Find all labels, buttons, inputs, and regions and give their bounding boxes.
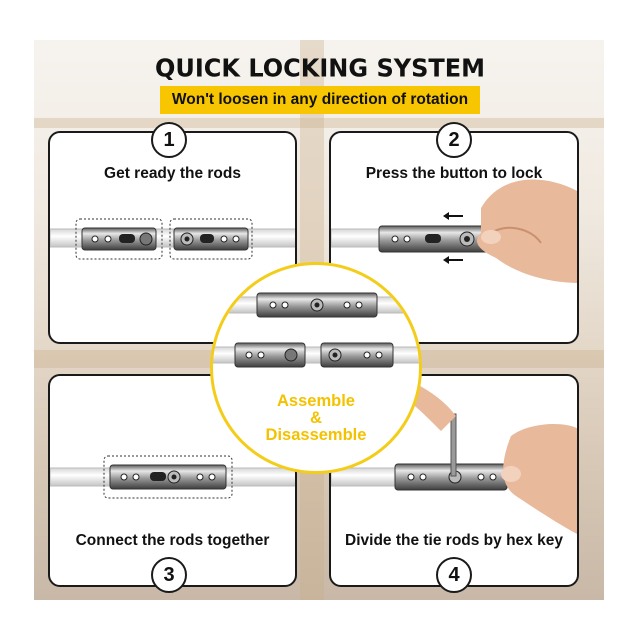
assemble-disassemble-callout: Assemble & Disassemble <box>210 262 422 474</box>
step-1-number: 1 <box>151 122 187 158</box>
press-button-illustration <box>331 179 577 283</box>
step-3-caption: Connect the rods together <box>75 532 270 549</box>
step-2-number: 2 <box>436 122 472 158</box>
assemble-label: Assemble <box>277 392 355 410</box>
assembly-diagram <box>213 292 419 368</box>
step-4-panel: Divide the tie rods by hex key <box>329 374 579 587</box>
connected-rods-illustration <box>50 455 295 499</box>
step-3-number: 3 <box>151 557 187 593</box>
hex-key-illustration <box>331 376 577 534</box>
disassemble-label: Disassemble <box>265 426 367 444</box>
ampersand-label: & <box>310 409 322 427</box>
page-title: QUICK LOCKING SYSTEM <box>154 53 486 83</box>
subtitle-banner: Won't loosen in any direction of rotatio… <box>160 86 480 114</box>
separated-rods-illustration <box>50 218 295 260</box>
step-2-caption: Press the button to lock <box>365 165 543 182</box>
step-1-caption: Get ready the rods <box>104 165 241 182</box>
step-4-number: 4 <box>436 557 472 593</box>
background-beam <box>34 118 604 128</box>
step-4-caption: Divide the tie rods by hex key <box>345 532 563 549</box>
